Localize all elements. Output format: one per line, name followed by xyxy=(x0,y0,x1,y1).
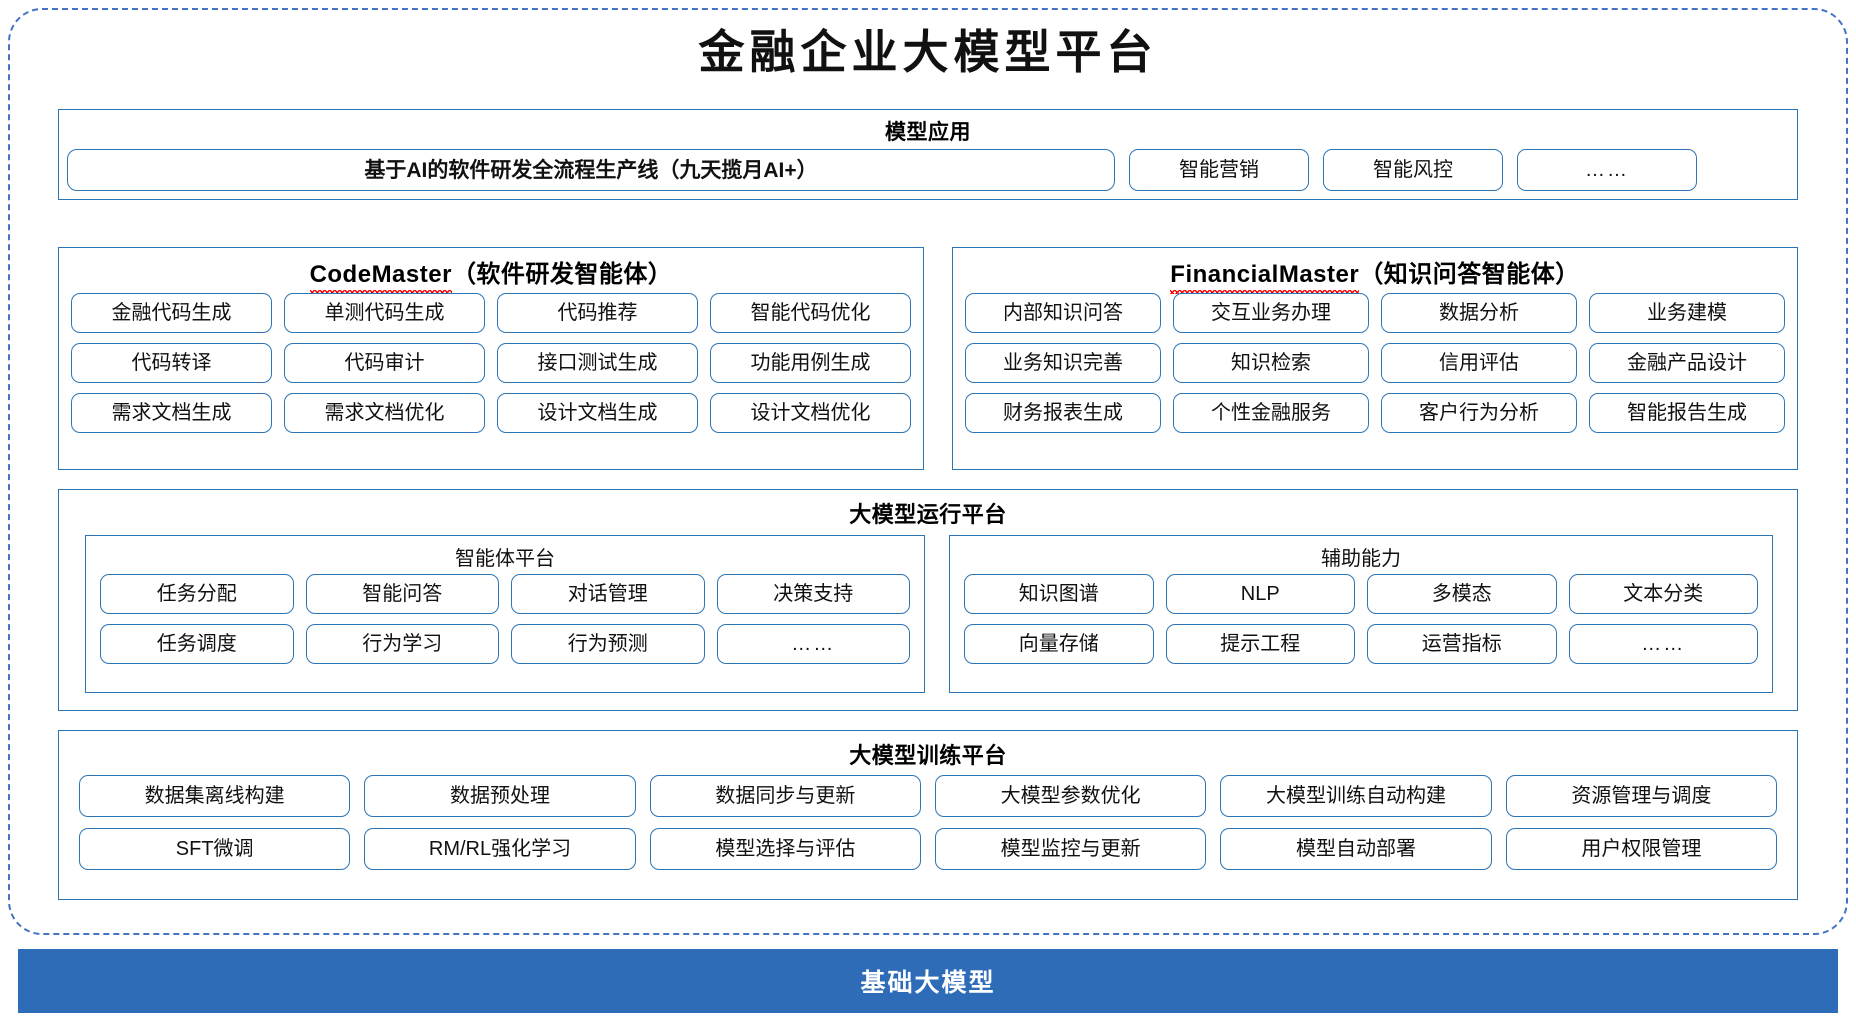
codemaster-chip-6[interactable]: 接口测试生成 xyxy=(497,343,698,383)
training-chip-5[interactable]: 资源管理与调度 xyxy=(1505,775,1777,817)
financialmaster-chip-3[interactable]: 业务建模 xyxy=(1589,293,1785,333)
assist-chip-5[interactable]: 提示工程 xyxy=(1165,624,1355,664)
app-item-smart-risk-control[interactable]: 智能风控 xyxy=(1323,149,1503,191)
codemaster-name-suffix: （软件研发智能体） xyxy=(451,261,673,288)
training-chip-4[interactable]: 大模型训练自动构建 xyxy=(1220,775,1492,817)
page-title: 金融企业大模型平台 xyxy=(698,25,1158,79)
training-platform-grid: 数据集离线构建 数据预处理 数据同步与更新 大模型参数优化 大模型训练自动构建 … xyxy=(79,775,1777,870)
financialmaster-chip-9[interactable]: 个性金融服务 xyxy=(1173,393,1369,433)
assist-chip-3[interactable]: 文本分类 xyxy=(1568,574,1758,614)
training-chip-2[interactable]: 数据同步与更新 xyxy=(649,775,921,817)
assist-chip-6[interactable]: 运营指标 xyxy=(1367,624,1557,664)
codemaster-title: CodeMaster（软件研发智能体） xyxy=(59,254,923,294)
assist-chip-4[interactable]: 向量存储 xyxy=(964,624,1154,664)
codemaster-chip-5[interactable]: 代码审计 xyxy=(284,343,485,383)
assist-capability-title: 辅助能力 xyxy=(1321,548,1401,570)
model-application-items-row: 基于AI的软件研发全流程生产线（九天揽月AI+） 智能营销 智能风控 …… xyxy=(67,149,1791,191)
financialmaster-chip-4[interactable]: 业务知识完善 xyxy=(965,343,1161,383)
agent-platform-grid: 任务分配 智能问答 对话管理 决策支持 任务调度 行为学习 行为预测 …… xyxy=(100,574,910,664)
financialmaster-chip-11[interactable]: 智能报告生成 xyxy=(1589,393,1785,433)
codemaster-capability-grid: 金融代码生成 单测代码生成 代码推荐 智能代码优化 代码转译 代码审计 接口测试… xyxy=(71,293,911,433)
training-chip-0[interactable]: 数据集离线构建 xyxy=(79,775,351,817)
base-model-label: 基础大模型 xyxy=(860,969,996,997)
financialmaster-chip-6[interactable]: 信用评估 xyxy=(1381,343,1577,383)
financialmaster-chip-0[interactable]: 内部知识问答 xyxy=(965,293,1161,333)
assist-chip-more[interactable]: …… xyxy=(1568,624,1758,664)
training-chip-1[interactable]: 数据预处理 xyxy=(364,775,636,817)
codemaster-name: CodeMaster xyxy=(309,261,453,294)
financialmaster-chip-8[interactable]: 财务报表生成 xyxy=(965,393,1161,433)
agent-platform-subpanel: 智能体平台 任务分配 智能问答 对话管理 决策支持 任务调度 行为学习 行为预测… xyxy=(85,535,925,693)
agent-platform-chip-2[interactable]: 对话管理 xyxy=(511,574,705,614)
assist-chip-0[interactable]: 知识图谱 xyxy=(964,574,1154,614)
financialmaster-chip-10[interactable]: 客户行为分析 xyxy=(1381,393,1577,433)
model-application-title: 模型应用 xyxy=(885,121,971,144)
outer-dashed-frame xyxy=(8,8,1848,935)
agent-platform-chip-3[interactable]: 决策支持 xyxy=(716,574,910,614)
training-chip-3[interactable]: 大模型参数优化 xyxy=(935,775,1207,817)
model-application-panel: 模型应用 基于AI的软件研发全流程生产线（九天揽月AI+） 智能营销 智能风控 … xyxy=(58,109,1798,200)
training-chip-10[interactable]: 模型自动部署 xyxy=(1220,828,1492,870)
financialmaster-title: FinancialMaster（知识问答智能体） xyxy=(953,254,1797,294)
codemaster-chip-0[interactable]: 金融代码生成 xyxy=(71,293,272,333)
financialmaster-panel: FinancialMaster（知识问答智能体） 内部知识问答 交互业务办理 数… xyxy=(952,247,1798,470)
agent-platform-chip-4[interactable]: 任务调度 xyxy=(100,624,294,664)
financialmaster-name: FinancialMaster xyxy=(1170,261,1360,294)
codemaster-chip-11[interactable]: 设计文档优化 xyxy=(710,393,911,433)
training-chip-7[interactable]: RM/RL强化学习 xyxy=(364,828,636,870)
agent-platform-title: 智能体平台 xyxy=(455,548,555,570)
codemaster-panel: CodeMaster（软件研发智能体） 金融代码生成 单测代码生成 代码推荐 智… xyxy=(58,247,924,470)
agent-platform-chip-0[interactable]: 任务分配 xyxy=(100,574,294,614)
codemaster-chip-7[interactable]: 功能用例生成 xyxy=(710,343,911,383)
financialmaster-name-suffix: （知识问答智能体） xyxy=(1359,261,1580,288)
codemaster-chip-10[interactable]: 设计文档生成 xyxy=(497,393,698,433)
training-chip-9[interactable]: 模型监控与更新 xyxy=(935,828,1207,870)
agent-platform-chip-1[interactable]: 智能问答 xyxy=(305,574,499,614)
codemaster-chip-4[interactable]: 代码转译 xyxy=(71,343,272,383)
codemaster-chip-8[interactable]: 需求文档生成 xyxy=(71,393,272,433)
training-platform-title: 大模型训练平台 xyxy=(849,743,1007,768)
app-item-more[interactable]: …… xyxy=(1517,149,1697,191)
financialmaster-capability-grid: 内部知识问答 交互业务办理 数据分析 业务建模 业务知识完善 知识检索 信用评估… xyxy=(965,293,1785,433)
financialmaster-chip-1[interactable]: 交互业务办理 xyxy=(1173,293,1369,333)
training-chip-11[interactable]: 用户权限管理 xyxy=(1505,828,1777,870)
agent-platform-chip-5[interactable]: 行为学习 xyxy=(305,624,499,664)
runtime-platform-title: 大模型运行平台 xyxy=(849,502,1007,527)
training-chip-6[interactable]: SFT微调 xyxy=(79,828,351,870)
codemaster-chip-9[interactable]: 需求文档优化 xyxy=(284,393,485,433)
codemaster-chip-2[interactable]: 代码推荐 xyxy=(497,293,698,333)
financialmaster-chip-2[interactable]: 数据分析 xyxy=(1381,293,1577,333)
financialmaster-chip-5[interactable]: 知识检索 xyxy=(1173,343,1369,383)
assist-capability-grid: 知识图谱 NLP 多模态 文本分类 向量存储 提示工程 运营指标 …… xyxy=(964,574,1758,664)
codemaster-chip-1[interactable]: 单测代码生成 xyxy=(284,293,485,333)
financialmaster-chip-7[interactable]: 金融产品设计 xyxy=(1589,343,1785,383)
assist-capability-subpanel: 辅助能力 知识图谱 NLP 多模态 文本分类 向量存储 提示工程 运营指标 …… xyxy=(949,535,1773,693)
assist-chip-2[interactable]: 多模态 xyxy=(1367,574,1557,614)
app-item-smart-marketing[interactable]: 智能营销 xyxy=(1129,149,1309,191)
assist-chip-1[interactable]: NLP xyxy=(1165,574,1355,614)
runtime-platform-panel: 大模型运行平台 智能体平台 任务分配 智能问答 对话管理 决策支持 任务调度 行… xyxy=(58,489,1798,711)
training-chip-8[interactable]: 模型选择与评估 xyxy=(649,828,921,870)
base-model-bar: 基础大模型 xyxy=(18,949,1838,1013)
agent-platform-chip-6[interactable]: 行为预测 xyxy=(511,624,705,664)
training-platform-panel: 大模型训练平台 数据集离线构建 数据预处理 数据同步与更新 大模型参数优化 大模… xyxy=(58,730,1798,900)
agent-platform-chip-more[interactable]: …… xyxy=(716,624,910,664)
codemaster-chip-3[interactable]: 智能代码优化 xyxy=(710,293,911,333)
app-item-ai-pipeline[interactable]: 基于AI的软件研发全流程生产线（九天揽月AI+） xyxy=(67,149,1115,191)
